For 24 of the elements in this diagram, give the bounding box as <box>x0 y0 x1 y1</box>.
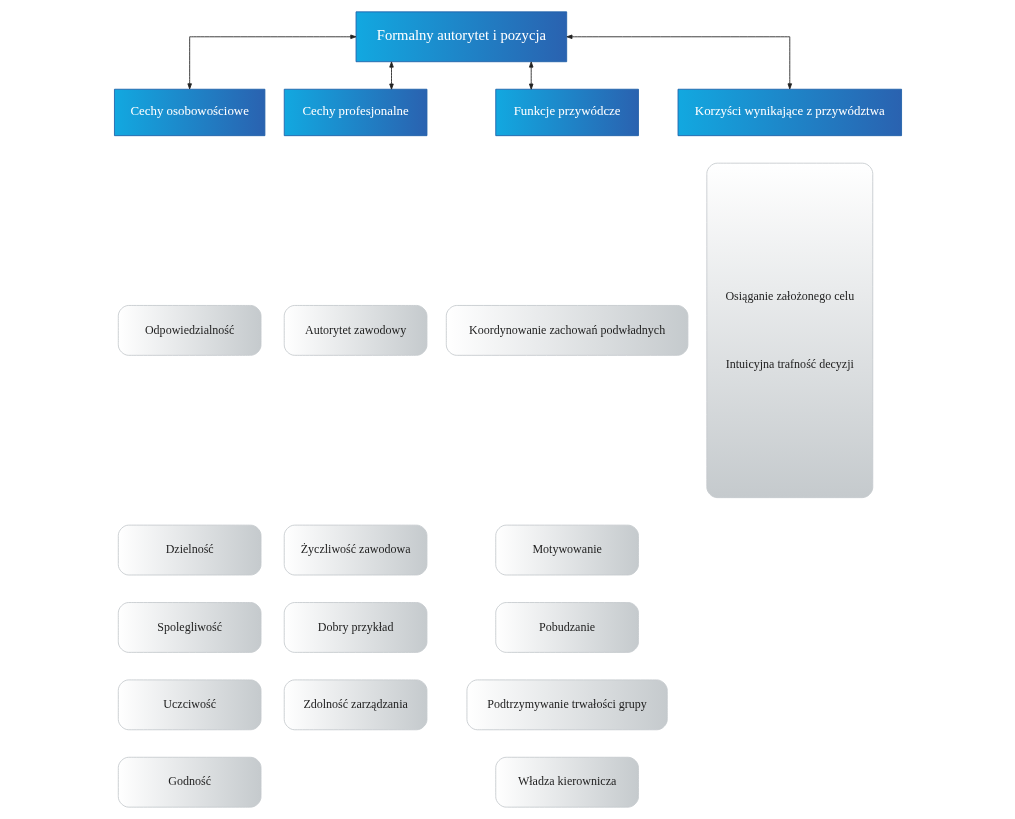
node-box: Korzyści wynikające z przywództwa <box>677 88 902 137</box>
node-box: Godność <box>117 756 261 808</box>
node-box: Spolegliwość <box>117 602 261 653</box>
node-box: Funkcje przywódcze <box>494 88 639 137</box>
node-box: Koordynowanie zachowań podwładnych <box>445 305 688 356</box>
node-box: Pobudzanie <box>494 602 639 653</box>
arrow <box>388 61 394 90</box>
arrow <box>186 34 356 90</box>
node-box: Dzielność <box>117 524 261 576</box>
node-box: Władza kierownicza <box>494 756 639 808</box>
node-box: Formalny autorytet i pozycja <box>355 11 567 63</box>
node-box: Autorytet zawodowy <box>283 305 427 356</box>
node-box: Dobry przykład <box>283 602 427 653</box>
node-box: Zdolność zarządzania <box>283 679 427 731</box>
node-box: Cechy profesjonalne <box>283 88 427 137</box>
node-box: Odpowiedzialność <box>117 305 261 356</box>
node-box: Motywowanie <box>494 524 639 576</box>
node-box: Życzliwość zawodowa <box>283 524 427 576</box>
node-box: Osiąganie założonego celu Intuicyjna trafność decyzji <box>705 162 873 499</box>
arrow <box>565 34 792 90</box>
node-box: Podtrzymywanie trwałości grupy <box>466 679 668 731</box>
node-box: Uczciwość <box>117 679 261 731</box>
arrow <box>528 61 533 90</box>
node-box: Cechy osobowościowe <box>113 88 265 137</box>
